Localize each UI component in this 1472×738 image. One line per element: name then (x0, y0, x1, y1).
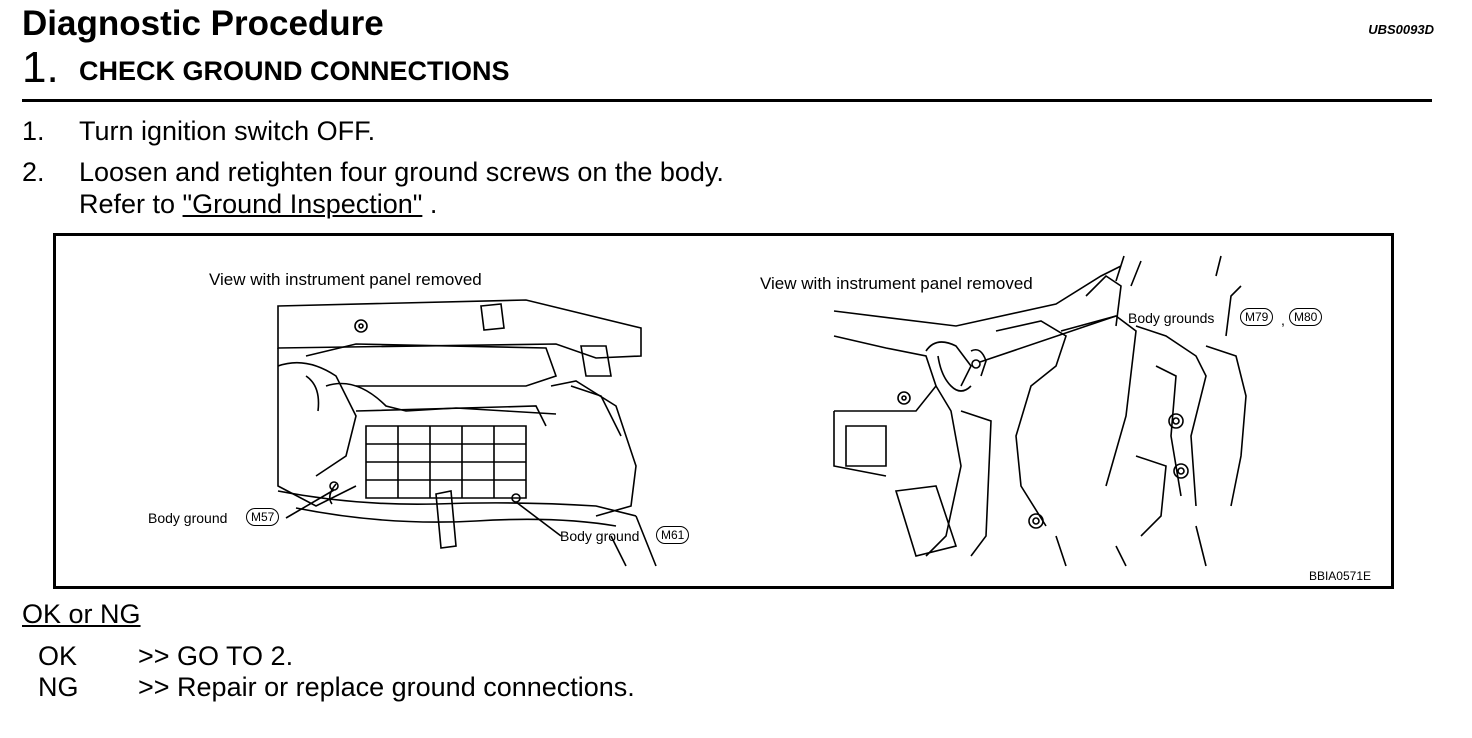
list-item-number: 1. (22, 116, 45, 146)
connector-m80-badge: M80 (1289, 308, 1323, 326)
right-pillar-drawing (833, 255, 1247, 567)
connector-m57-badge: M57 (246, 508, 280, 526)
wiring-figure: View with instrument panel removed View … (53, 233, 1394, 589)
result-heading: OK or NG (22, 599, 141, 629)
connector-m79-badge: M79 (1240, 308, 1274, 326)
connector-m61-badge: M61 (656, 526, 690, 544)
list-item-number: 2. (22, 157, 45, 187)
step-title: CHECK GROUND CONNECTIONS (79, 56, 510, 86)
connector-separator: , (1281, 312, 1285, 328)
document-code: UBS0093D (1368, 22, 1434, 37)
list-item-text: Turn ignition switch OFF. (79, 116, 376, 146)
figure-code: BBIA0571E (1308, 569, 1371, 583)
body-ground-left-label: Body ground (148, 510, 228, 526)
step-number: 1. (22, 43, 59, 92)
result-key: OK (38, 641, 78, 671)
body-ground-right-label: Body ground (560, 528, 640, 544)
left-view-caption: View with instrument panel removed (209, 270, 482, 289)
right-view-caption: View with instrument panel removed (760, 274, 1033, 293)
result-value: >> GO TO 2. (138, 641, 294, 671)
figure-illustration (277, 255, 1247, 567)
refer-prefix: Refer to (79, 189, 183, 219)
body-grounds-label: Body grounds (1128, 310, 1215, 326)
header-divider (22, 99, 1432, 102)
result-key: NG (38, 672, 79, 702)
result-value: >> Repair or replace ground connections. (138, 672, 635, 702)
page-title: Diagnostic Procedure (22, 4, 384, 43)
left-dashboard-drawing (277, 299, 657, 567)
refer-suffix: . (422, 189, 438, 219)
ground-inspection-link[interactable]: "Ground Inspection" (182, 189, 423, 219)
list-item-text: Loosen and retighten four ground screws … (79, 157, 724, 187)
